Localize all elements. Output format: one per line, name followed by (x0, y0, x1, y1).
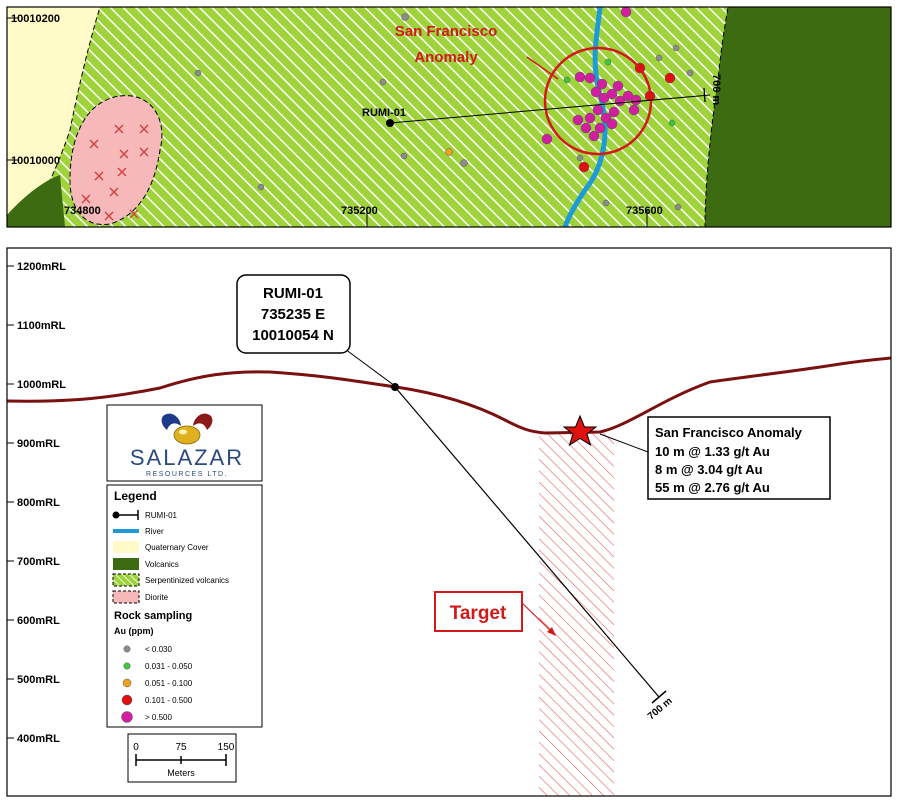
target-label: Target (450, 603, 507, 624)
volcanics-area-left (7, 175, 65, 227)
coord-e-734800: 734800 (64, 205, 101, 217)
section-frame (6, 247, 892, 797)
legend-quaternary-swatch (113, 541, 139, 553)
plan-hole-label: RUMI-01 (362, 107, 406, 119)
legend-item-label: Quaternary Cover (145, 543, 209, 552)
legend-title: Legend (114, 489, 157, 503)
legend-au-swatch (121, 694, 133, 706)
elevation-label: 1000mRL (17, 379, 66, 391)
coord-e-735200: 735200 (341, 205, 378, 217)
diorite-symbols (81, 124, 149, 221)
anomaly-callout-intercept-3: 55 m @ 2.76 g/t Au (655, 480, 770, 495)
elevation-ticks (7, 265, 14, 739)
coord-n-bottom: 10010000 (11, 155, 60, 167)
plan-drill-trace (389, 94, 711, 124)
plan-map-frame (6, 6, 892, 228)
legend-au-label: < 0.030 (145, 645, 172, 654)
target-leader (519, 600, 555, 635)
plan-hole-length-label: 700 m (710, 74, 722, 105)
logo-name: SALAZAR (130, 445, 244, 470)
scale-tick-label: 75 (175, 742, 187, 753)
plan-drill-end-tick (703, 87, 706, 103)
legend-item-label: RUMI-01 (145, 511, 178, 520)
scale-tick-label: 0 (133, 742, 139, 753)
elevation-label: 800mRL (17, 497, 60, 509)
river-line (562, 7, 608, 227)
legend-au-swatch (121, 711, 133, 723)
hole-callout-leader (344, 348, 396, 387)
anomaly-leader (526, 56, 559, 80)
legend-au-label: 0.051 - 0.100 (145, 679, 193, 688)
plan-map: RUMI-01 700 m San Francisco Anomaly 1001… (7, 7, 891, 227)
anomaly-callout: San Francisco Anomaly 10 m @ 1.33 g/t Au… (647, 416, 831, 500)
legend-item-label: Serpentinized volcanics (145, 576, 229, 585)
logo-left-wing-icon (161, 413, 181, 430)
elevation-label: 500mRL (17, 674, 60, 686)
anomaly-callout-intercept-2: 8 m @ 3.04 g/t Au (655, 462, 763, 477)
coord-n-top: 10010200 (11, 13, 60, 25)
elevation-labels: 1200mRL 1100mRL 1000mRL 900mRL 800mRL 70… (17, 261, 66, 745)
hole-callout-name: RUMI-01 (263, 285, 323, 302)
plan-drill-collar (386, 119, 394, 127)
logo-gold-nugget-icon (173, 425, 201, 445)
legend-au-label: 0.031 - 0.050 (145, 662, 193, 671)
elevation-label: 900mRL (17, 438, 60, 450)
anomaly-label-line1: San Francisco (395, 23, 498, 40)
logo-right-wing-icon (193, 413, 213, 430)
legend-rock-subtitle: Au (ppm) (114, 626, 154, 636)
legend-drillhole-collar (112, 511, 120, 519)
hole-callout: RUMI-01 735235 E 10010054 N (236, 274, 351, 354)
scale-unit-label: Meters (167, 768, 195, 778)
legend-au-label: 0.101 - 0.500 (145, 696, 193, 705)
anomaly-star-icon (562, 414, 598, 447)
target-zone (539, 433, 614, 796)
elevation-label: 400mRL (17, 733, 60, 745)
target-callout: Target (434, 591, 523, 632)
scale-bar: 0 75 150 Meters (127, 733, 237, 783)
anomaly-label-line2: Anomaly (414, 49, 478, 66)
hole-callout-northing: 10010054 N (252, 327, 334, 344)
section-drill-trace (394, 386, 660, 698)
anomaly-callout-leader (599, 433, 649, 453)
legend-au-swatch (123, 645, 131, 653)
anomaly-callout-title: San Francisco Anomaly (655, 425, 803, 440)
rock-samples (194, 7, 694, 211)
legend-au-swatch (123, 662, 131, 670)
scale-tick-label: 150 (218, 742, 235, 753)
hole-callout-easting: 735235 E (261, 306, 325, 323)
legend-serpentinized-swatch (112, 573, 140, 587)
legend-rock-title: Rock sampling (114, 610, 192, 622)
topography-profile (7, 356, 891, 435)
anomaly-circle (543, 46, 653, 156)
legend-au-swatch (122, 678, 132, 688)
legend: Legend RUMI-01 River Quaternary Cover Vo… (106, 484, 263, 728)
logo-subtitle: RESOURCES LTD. (146, 471, 228, 478)
legend-item-label: Volcanics (145, 560, 179, 569)
legend-item-label: Diorite (145, 593, 169, 602)
coord-e-735600: 735600 (626, 205, 663, 217)
elevation-label: 1200mRL (17, 261, 66, 273)
elevation-label: 700mRL (17, 556, 60, 568)
elevation-label: 1100mRL (17, 320, 66, 332)
diorite-area (69, 95, 163, 226)
anomaly-callout-intercept-1: 10 m @ 1.33 g/t Au (655, 444, 770, 459)
legend-item-label: River (145, 527, 164, 536)
volcanics-area-right (704, 7, 891, 227)
target-leader-arrow-icon (547, 627, 556, 636)
legend-diorite-swatch (112, 590, 140, 604)
company-logo: SALAZAR RESOURCES LTD. (106, 404, 263, 482)
elevation-label: 600mRL (17, 615, 60, 627)
legend-volcanics-swatch (113, 558, 139, 570)
legend-au-label: > 0.500 (145, 713, 172, 722)
section-drill-end-tick (651, 690, 667, 704)
